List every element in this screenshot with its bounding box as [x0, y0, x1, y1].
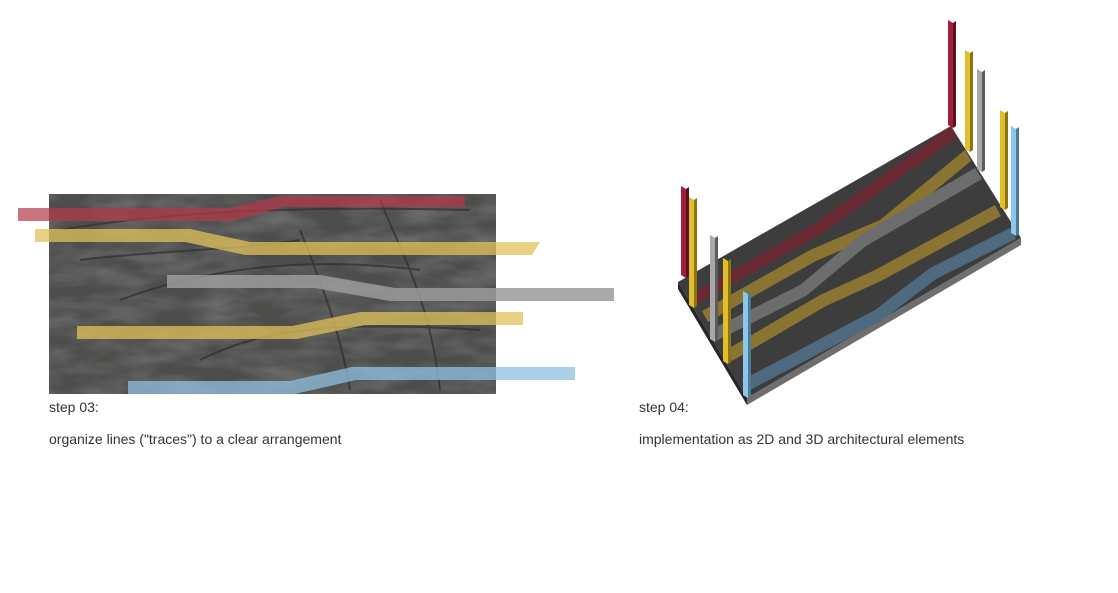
gray-pillar-right — [977, 69, 982, 172]
step-03-label: step 03: — [49, 399, 99, 415]
step-03-description: organize lines ("traces") to a clear arr… — [49, 431, 342, 447]
yellow-pillar-right — [965, 50, 970, 152]
gray-band — [712, 168, 982, 340]
blue-band — [742, 228, 1016, 391]
step-04-label: step 04: — [639, 399, 689, 415]
model-base-front — [747, 238, 1021, 405]
left-pillars — [681, 186, 751, 398]
step-04-description: implementation as 2D and 3D architectura… — [639, 431, 965, 447]
step-04-panel: step 04: implementation as 2D and 3D arc… — [620, 0, 1118, 460]
traces-overlay-figure — [18, 194, 614, 394]
architectural-model-figure — [678, 20, 1021, 405]
yellow-band-upper — [702, 150, 971, 322]
blue-trace — [128, 367, 575, 394]
gray-trace — [167, 275, 614, 301]
red-pillar-right — [948, 20, 953, 128]
blue-pillar-left — [743, 291, 748, 398]
blue-pillar-right — [1011, 126, 1016, 236]
red-trace — [18, 196, 465, 221]
gray-pillar-left — [710, 235, 715, 342]
yellow-pillar-left-lower — [723, 258, 728, 364]
yellow-pillar-right-lower — [1000, 110, 1005, 210]
step-03-panel: step 03: organize lines ("traces") to a … — [0, 0, 620, 460]
yellow-trace-upper — [35, 229, 540, 255]
right-pillars — [948, 20, 1019, 236]
yellow-band-lower — [726, 205, 1001, 361]
red-pillar-left — [681, 186, 686, 278]
red-band — [692, 126, 957, 304]
yellow-pillar-left — [689, 197, 694, 308]
yellow-trace-lower — [77, 312, 523, 339]
model-base-left — [678, 282, 747, 405]
